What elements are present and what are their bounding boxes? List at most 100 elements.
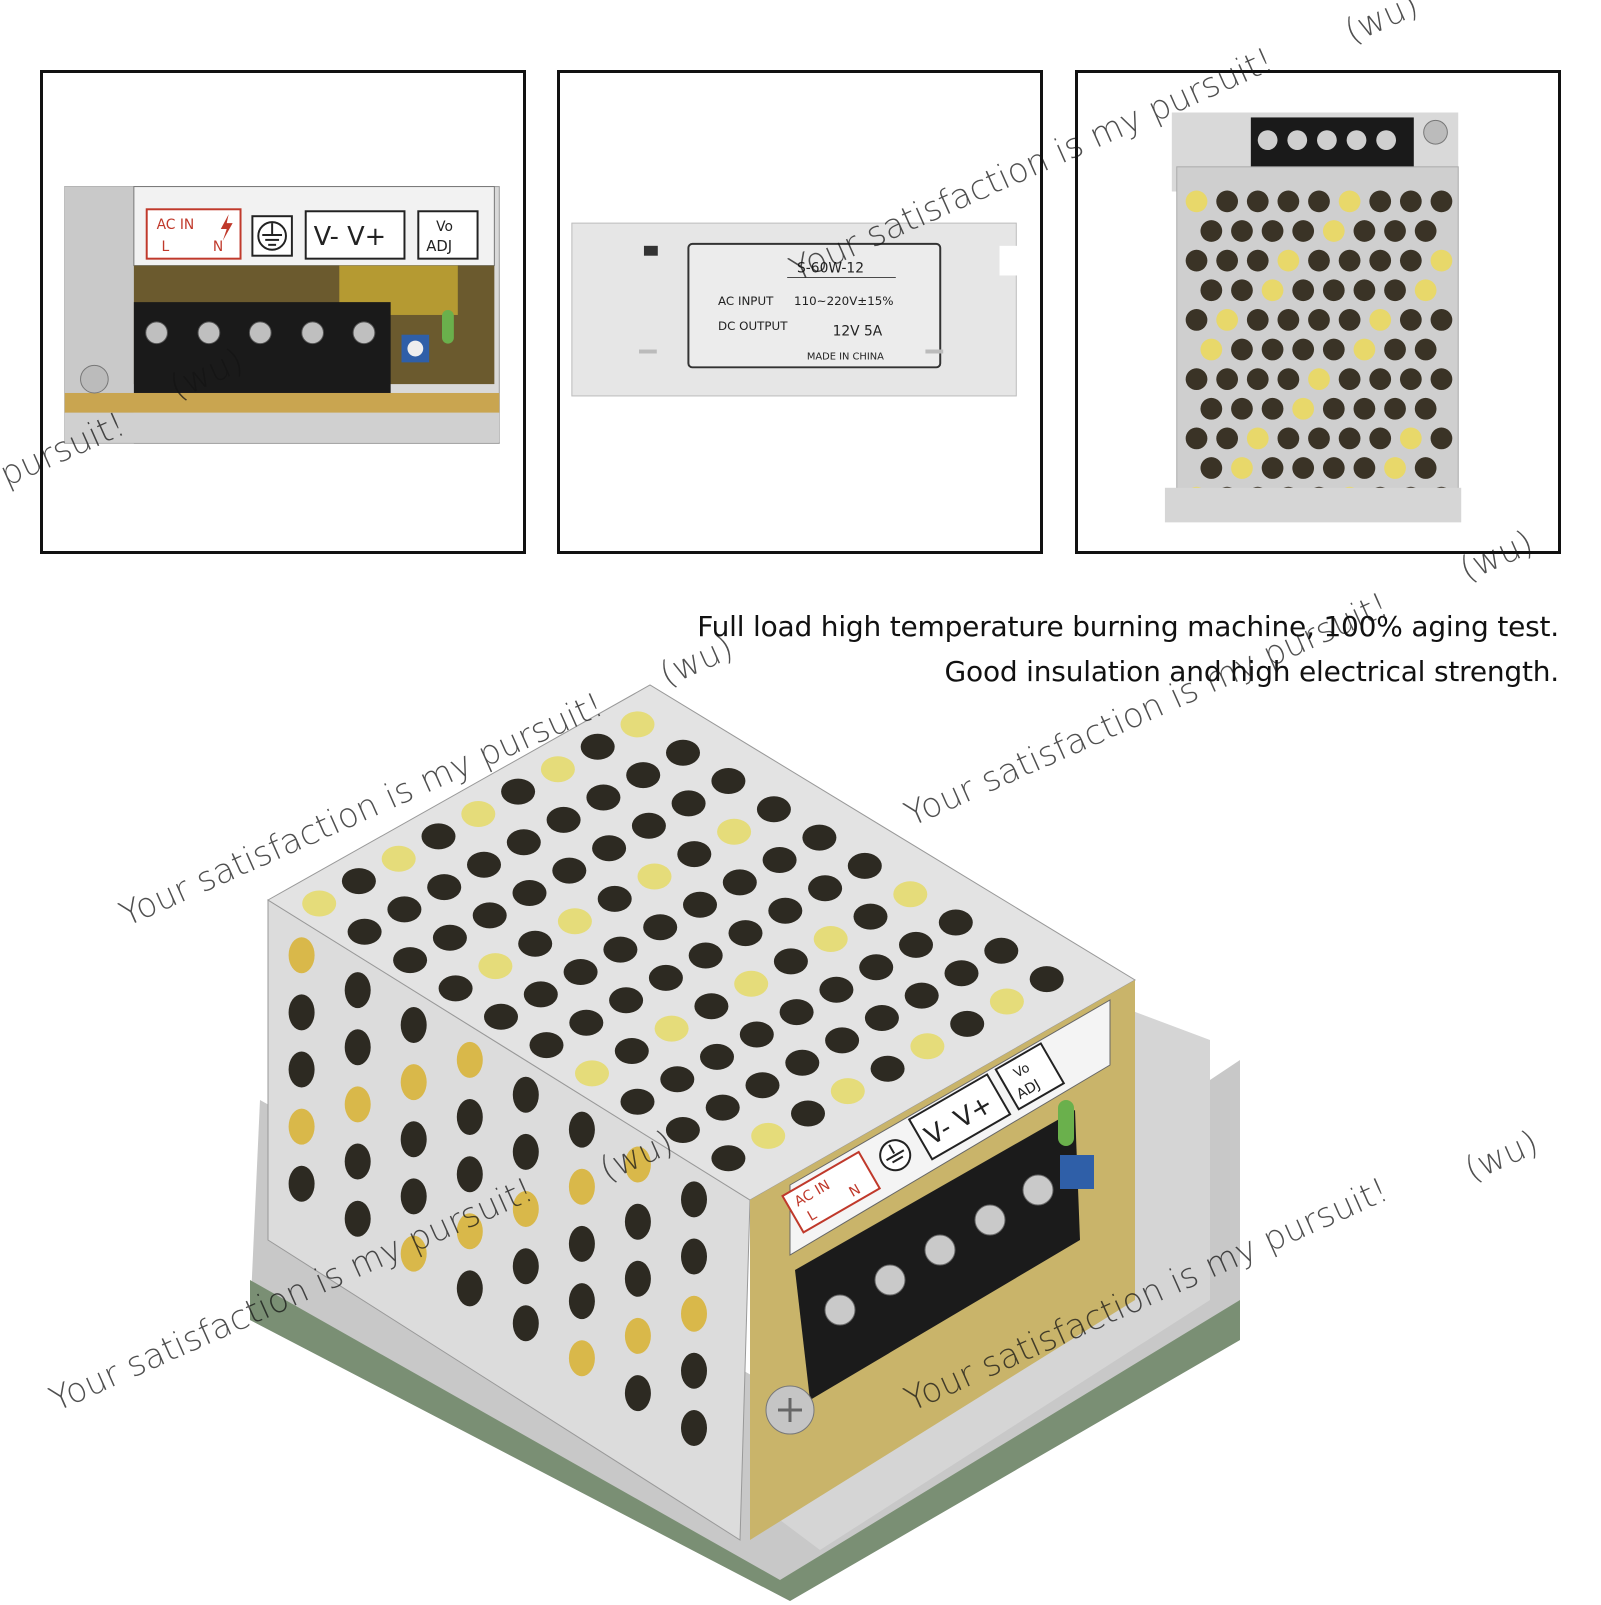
vent-hole [1292, 220, 1315, 242]
n-text: N [213, 239, 223, 255]
vent-hole [1369, 309, 1392, 331]
vent-hole [1322, 338, 1345, 361]
vent-hole [1430, 368, 1453, 391]
vent-hole [1430, 249, 1453, 272]
main-ground-icon [879, 1139, 912, 1172]
vent-hole [739, 1021, 774, 1048]
vent-hole [1200, 338, 1223, 361]
vent-hole [1185, 427, 1208, 450]
vent-hole [1246, 427, 1269, 450]
vent-hole [569, 1009, 604, 1036]
vent-hole [950, 1010, 985, 1037]
vent-hole [568, 1168, 595, 1205]
vent-hole [791, 1100, 825, 1127]
vent-hole [512, 1133, 539, 1170]
adj-text: ADJ [426, 238, 452, 255]
vent-hole [427, 874, 462, 901]
vent-hole [1399, 427, 1422, 450]
vent-hole [688, 942, 723, 969]
vent-hole [624, 1203, 651, 1240]
vent-hole [344, 972, 371, 1009]
vent-hole [631, 812, 666, 839]
vent-hole [802, 824, 837, 851]
vent-hole [614, 1038, 649, 1064]
vent-hole [1246, 190, 1269, 213]
ground-icon [257, 221, 287, 251]
vent-hole [808, 875, 843, 902]
vent-hole [603, 936, 638, 963]
vent-hole [1384, 397, 1406, 420]
rating-label-photo: S-60W-12 AC INPUT 110~220V±15% DC OUTPUT… [557, 70, 1043, 554]
vent-hole [1369, 249, 1392, 272]
vent-hole [745, 1072, 780, 1099]
vent-hole [893, 881, 928, 908]
top-view-drawing [1078, 73, 1558, 551]
vent-hole [700, 1043, 734, 1070]
voltage-text: V- V+ [314, 222, 387, 252]
vent-hole [728, 920, 763, 947]
vent-hole [711, 1145, 746, 1172]
lightning-icon [220, 214, 233, 241]
vent-hole [1029, 966, 1064, 993]
vent-hole [1231, 220, 1253, 242]
vent-hole [722, 869, 757, 896]
vent-hole [624, 1146, 651, 1183]
vent-hole [1200, 397, 1223, 420]
vent-hole [540, 756, 575, 783]
vent-hole [830, 1078, 865, 1105]
vent-hole [1338, 368, 1361, 391]
vent-hole [347, 918, 382, 945]
vent-hole [643, 914, 678, 941]
rating-label-drawing: S-60W-12 AC INPUT 110~220V±15% DC OUTPUT… [560, 73, 1040, 551]
vent-hole [432, 924, 467, 951]
dc-output-value: 12V 5A [833, 324, 883, 340]
vent-hole [1246, 368, 1269, 391]
vent-hole [512, 1076, 539, 1113]
vent-hole [626, 762, 661, 789]
vent-hole [1185, 368, 1208, 391]
vent-hole [1246, 309, 1269, 331]
vent-hole [393, 947, 428, 974]
vent-hole [484, 1003, 518, 1030]
vent-hole [456, 1099, 483, 1135]
vent-hole [400, 1121, 427, 1158]
vent-hole [344, 1086, 371, 1123]
vent-hole [904, 982, 939, 1009]
vent-hole [785, 1049, 820, 1076]
vent-hole [478, 953, 513, 980]
vent-hole [1414, 338, 1437, 361]
vent-hole [1430, 309, 1453, 331]
vent-hole [1308, 368, 1330, 391]
vent-hole [568, 1283, 595, 1320]
vent-hole [944, 960, 979, 987]
vent-hole [1292, 338, 1315, 361]
vent-hole [681, 1410, 707, 1446]
vent-hole [1322, 220, 1345, 242]
vent-hole [586, 784, 621, 811]
vent-hole [665, 1117, 700, 1143]
vent-hole [456, 1041, 483, 1078]
vent-hole [1231, 338, 1253, 361]
vent-hole [1216, 368, 1239, 391]
vent-hole [1231, 279, 1253, 302]
vent-hole [1308, 309, 1330, 331]
vent-hole [1292, 397, 1315, 420]
vent-hole [609, 987, 644, 1014]
vent-hole [762, 847, 797, 873]
vent-hole [1414, 457, 1437, 479]
vent-hole [624, 1260, 651, 1297]
vent-hole [751, 1122, 786, 1149]
vent-hole [1292, 279, 1315, 302]
vent-hole [1308, 190, 1330, 213]
vent-hole [773, 948, 808, 975]
vent-hole [819, 976, 854, 1003]
vent-hole [575, 1060, 609, 1087]
vent-hole [557, 908, 592, 935]
vent-hole [677, 841, 712, 868]
vent-hole [288, 1051, 315, 1088]
vent-hole [438, 975, 473, 1002]
vent-hole [456, 1270, 483, 1307]
caption-line-2: Good insulation and high electrical stre… [944, 655, 1560, 688]
vent-hole [1369, 190, 1392, 213]
vent-hole [624, 1317, 651, 1354]
